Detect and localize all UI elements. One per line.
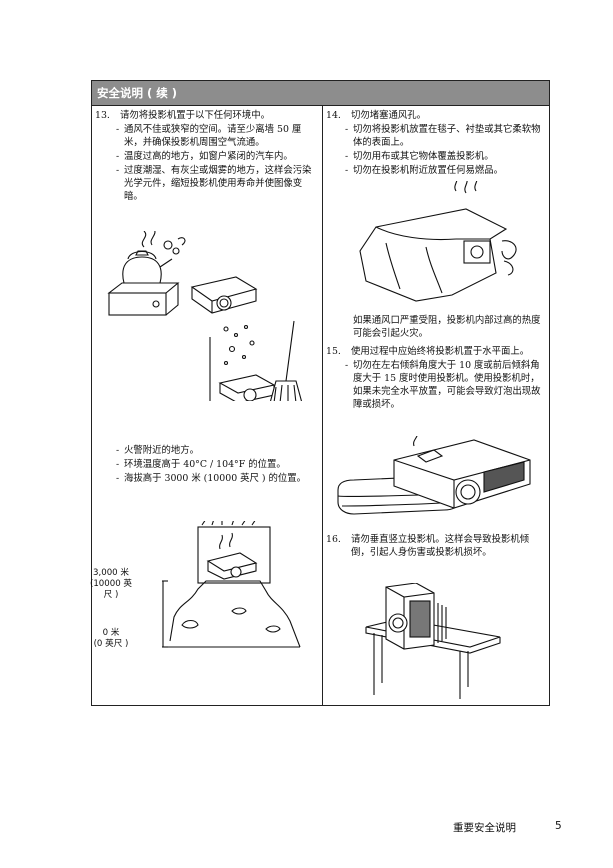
item-15: 15. 使用过程中应始终将投影机置于水平面上。 [326,345,546,358]
tilted-projector-illustration [337,436,531,515]
right-column-item16: 16. 请勿垂直竖立投影机。这样会导致投影机倾倒，引起人身伤害或投影机损坏。 [326,533,546,559]
covered-projector-illustration [359,181,517,302]
upright-projector-illustration [365,583,501,699]
altitude-high-label: 3,000 米 (10000 英 尺 ) [89,568,133,600]
list-item: -环境温度高于 40°C / 104°F 的位置。 [116,459,286,470]
left-column-lower: -火警附近的地方。 -环境温度高于 40°C / 104°F 的位置。 -海拔高… [95,443,317,485]
list-item: -切勿在投影机附近放置任何易燃品。 [345,165,504,176]
item-number: 14. [326,110,341,121]
list-item: -切勿在左右倾斜角度大于 10 度或前后倾斜角度大于 15 度时使用投影机。使用… [345,360,541,410]
footer-section-title: 重要安全说明 [453,822,516,834]
section-title: 安全说明 ( 续 ) [97,86,178,100]
altitude-low-label: 0 米 (0 英尺 ) [93,628,129,649]
item-14: 14. 切勿堵塞通风孔。 [326,109,546,122]
list-item: -温度过高的地方，如窗户紧闭的汽车内。 [116,151,293,162]
item-text: 请勿将投影机置于以下任何环境中。 [120,110,271,121]
list-item: -切勿用布或其它物体覆盖投影机。 [345,151,494,162]
safety-table: 安全说明 ( 续 ) 13. 请勿将投影机置于以下任何环境中。 -通风不佳或狭窄… [90,80,550,706]
item-13: 13. 请勿将投影机置于以下任何环境中。 [95,109,317,122]
list-item: -切勿将投影机放置在毯子、衬垫或其它柔软物体的表面上。 [345,124,541,148]
item-number: 13. [95,110,110,121]
list-item: -通风不佳或狭窄的空间。请至少离墙 50 厘米，并确保投影机周围空气流通。 [116,124,302,148]
item-text: 切勿堵塞通风孔。 [351,110,427,121]
list-item: -海拔高于 3000 米 (10000 英尺 ) 的位置。 [116,473,307,484]
right-column: 14. 切勿堵塞通风孔。 -切勿将投影机放置在毯子、衬垫或其它柔软物体的表面上。… [326,109,546,177]
item-number: 15. [326,346,341,357]
left-column: 13. 请勿将投影机置于以下任何环境中。 -通风不佳或狭窄的空间。请至少离墙 5… [95,109,317,203]
list-item: -过度潮湿、有灰尘或烟雾的地方，这样会污染光学元件，缩短投影机使用寿命并使图像变… [116,165,312,202]
right-column-item15: 15. 使用过程中应始终将投影机置于水平面上。 -切勿在左右倾斜角度大于 10 … [326,345,546,411]
list-item: -火警附近的地方。 [116,445,200,456]
fire-warning-note: 如果通风口严重受阻，投影机内部过高的热度可能会引起火灾。 [353,315,541,339]
item-text: 请勿垂直竖立投影机。这样会导致投影机倾倒，引起人身伤害或投影机损坏。 [351,534,530,558]
page-number: 5 [555,820,562,832]
item-text: 使用过程中应始终将投影机置于水平面上。 [351,346,530,357]
column-divider [322,106,323,706]
section-header: 安全说明 ( 续 ) [92,81,549,106]
item-16: 16. 请勿垂直竖立投影机。这样会导致投影机倾倒，引起人身伤害或投影机损坏。 [326,533,546,559]
altitude-illustration [162,521,301,648]
heat-dust-illustration [107,231,303,401]
item-number: 16. [326,534,341,545]
